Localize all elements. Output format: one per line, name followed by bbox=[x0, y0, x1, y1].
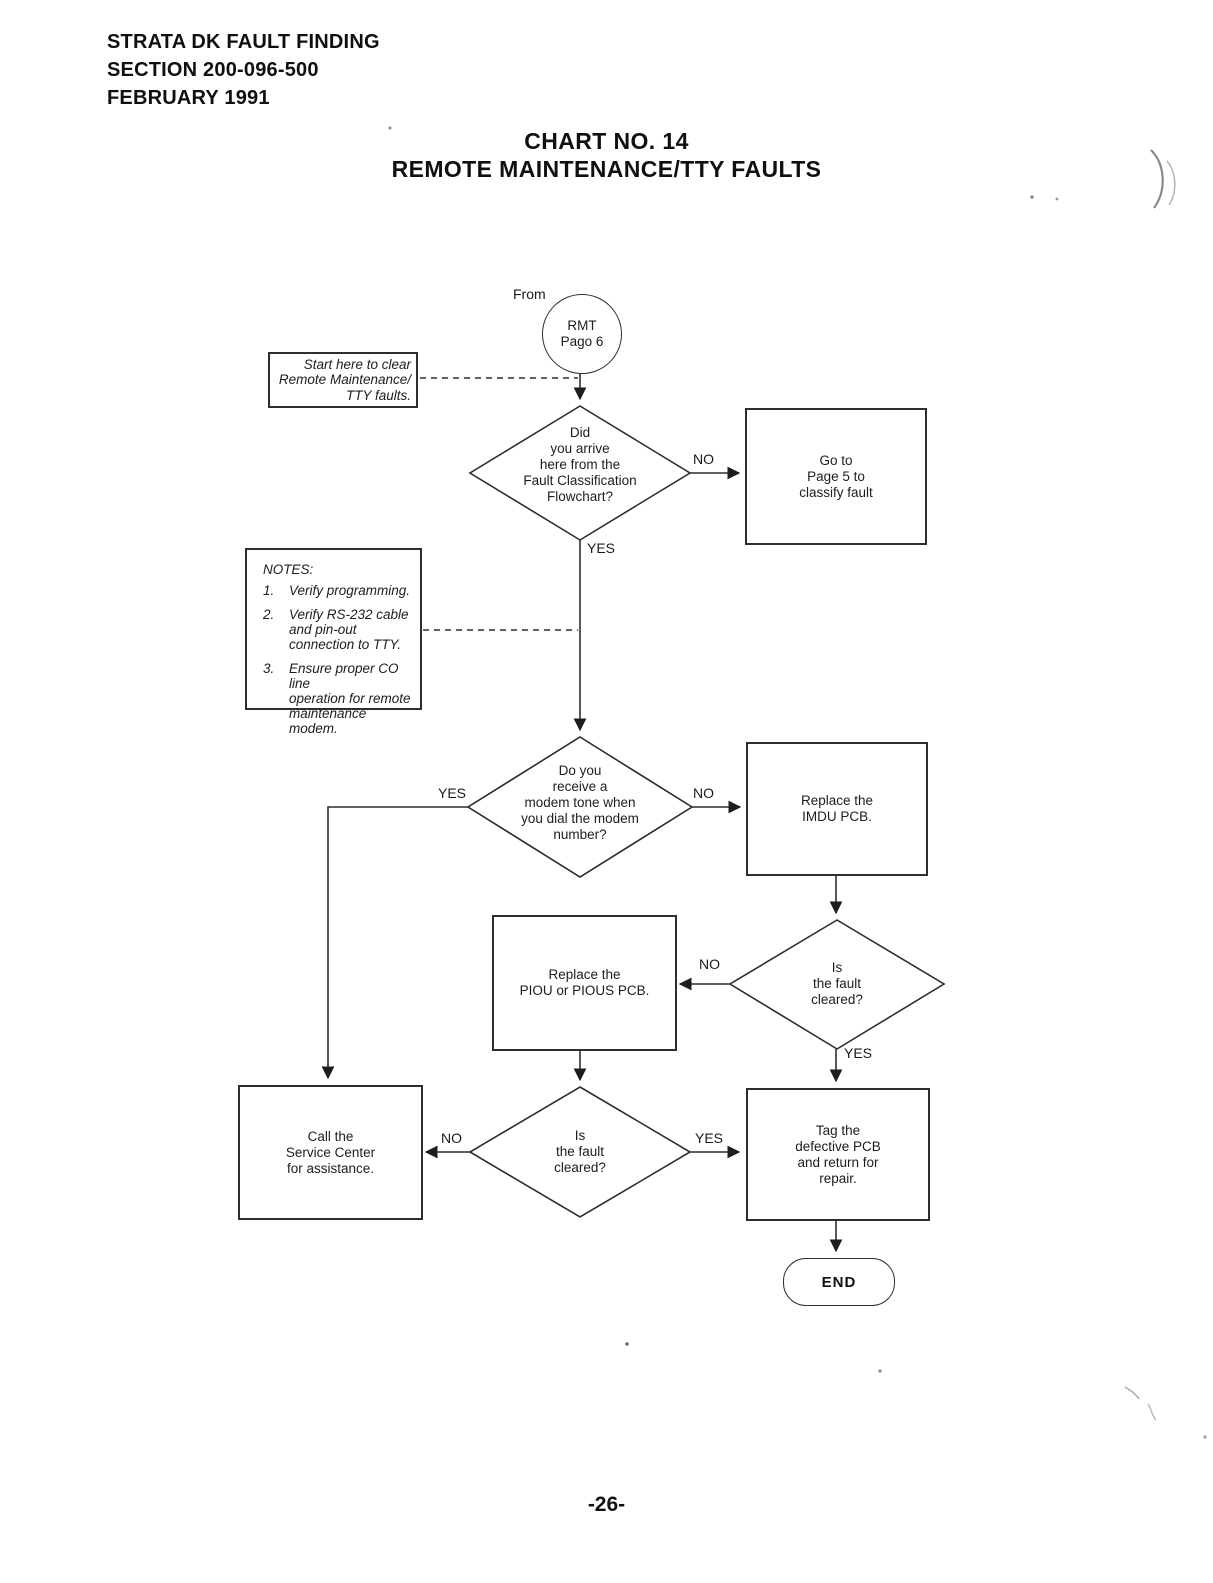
arrow-d2-yes-to-call bbox=[321, 806, 468, 1080]
chart-title-line1: CHART NO. 14 bbox=[524, 128, 689, 154]
note-3-text: Ensure proper CO line operation for remo… bbox=[289, 661, 411, 736]
d2-yes-label: YES bbox=[438, 785, 467, 801]
page-number: -26- bbox=[587, 1493, 626, 1516]
note-item-3: 3. Ensure proper CO line operation for r… bbox=[263, 661, 412, 736]
terminal-rmt-page6: RMT Pago 6 bbox=[542, 294, 622, 374]
document-header: STRATA DK FAULT FINDING SECTION 200-096-… bbox=[107, 28, 380, 112]
note-3-number: 3. bbox=[263, 661, 275, 676]
header-line-1: STRATA DK FAULT FINDING bbox=[107, 31, 380, 53]
process-replace-piou: Replace the PIOU or PIOUS PCB. bbox=[492, 915, 677, 1051]
decision-arrived-text: Did you arrive here from the Fault Class… bbox=[523, 425, 637, 504]
d1-yes-label: YES bbox=[587, 540, 616, 556]
terminal-end: END bbox=[783, 1258, 895, 1306]
header-line-3: FEBRUARY 1991 bbox=[107, 87, 270, 109]
d4-yes-label: YES bbox=[695, 1130, 724, 1146]
decision-fault-cleared-1-text: Is the fault cleared? bbox=[811, 960, 863, 1007]
decision-modem-tone-text: Do you receive a modem tone when you dia… bbox=[521, 763, 639, 842]
d3-no-label: NO bbox=[699, 956, 720, 972]
d3-yes-label: YES bbox=[844, 1045, 873, 1061]
note-2-number: 2. bbox=[263, 607, 275, 622]
notes-title: NOTES: bbox=[263, 562, 314, 577]
process-replace-imdu: Replace the IMDU PCB. bbox=[746, 742, 928, 876]
d4-no-label: NO bbox=[441, 1130, 462, 1146]
d2-no-label: NO bbox=[693, 785, 714, 801]
note-item-1: 1. Verify programming. bbox=[263, 583, 412, 598]
from-label: From bbox=[513, 286, 546, 302]
header-line-2: SECTION 200-096-500 bbox=[107, 59, 319, 81]
notes-box: NOTES: 1. Verify programming. 2. Verify … bbox=[245, 548, 422, 736]
note-2-text: Verify RS-232 cable and pin-out connecti… bbox=[289, 607, 409, 652]
process-go-to-page5: Go to Page 5 to classify fault bbox=[745, 408, 927, 545]
d1-no-label: NO bbox=[693, 451, 714, 467]
process-call-service-center: Call the Service Center for assistance. bbox=[238, 1085, 423, 1220]
decision-fault-cleared-2-text: Is the fault cleared? bbox=[554, 1128, 606, 1175]
note-1-text: Verify programming. bbox=[289, 583, 411, 598]
note-1-number: 1. bbox=[263, 583, 275, 598]
chart-title-line2: REMOTE MAINTENANCE/TTY FAULTS bbox=[391, 156, 822, 182]
note-item-2: 2. Verify RS-232 cable and pin-out conne… bbox=[263, 607, 412, 652]
start-note-box: Start here to clear Remote Maintenance/ … bbox=[268, 352, 418, 408]
process-tag-defective-pcb: Tag the defective PCB and return for rep… bbox=[746, 1088, 930, 1221]
